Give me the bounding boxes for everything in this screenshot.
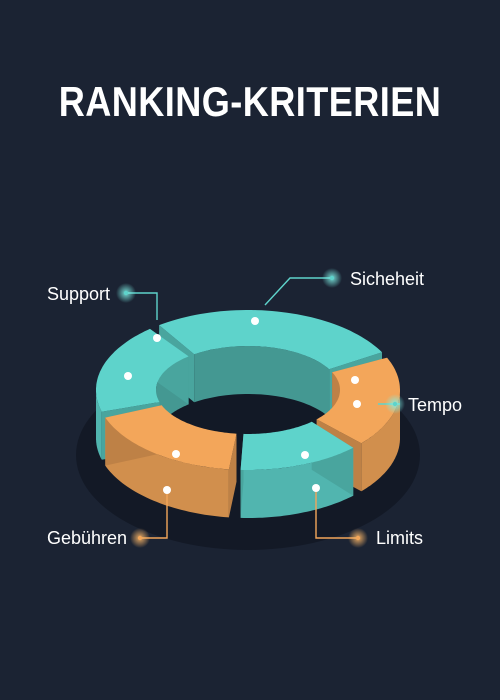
segment-outer-wall xyxy=(361,390,400,492)
segment-outer-wall xyxy=(105,417,229,518)
ring-segment-limits xyxy=(240,421,354,518)
connector-line xyxy=(128,292,158,320)
connector-end-dot xyxy=(123,290,129,296)
ring-segment-gebühren xyxy=(105,405,237,518)
segment-top xyxy=(96,328,189,412)
segment-cap xyxy=(228,433,237,518)
marker-dot xyxy=(153,334,161,342)
marker-dot xyxy=(251,317,259,325)
label-support: Support xyxy=(47,284,110,304)
connector-end-dot xyxy=(137,535,143,541)
marker-dot xyxy=(353,400,361,408)
label-sicheheit: Sicheheit xyxy=(350,269,424,289)
marker-dot xyxy=(163,486,171,494)
marker-dot xyxy=(124,372,132,380)
segment-inner-wall xyxy=(194,346,330,418)
page-title: RANKING-KRITERIEN xyxy=(58,78,442,125)
segment-top xyxy=(240,421,354,470)
connector-end-dot xyxy=(355,535,361,541)
label-gebühren: Gebühren xyxy=(47,528,127,548)
segment-top xyxy=(105,405,237,470)
marker-dot xyxy=(312,484,320,492)
label-limits: Limits xyxy=(376,528,423,548)
marker-dot xyxy=(351,376,359,384)
connector-line xyxy=(142,490,168,539)
connector-line xyxy=(264,277,332,306)
segment-outer-wall xyxy=(96,390,102,460)
connector-end-dot xyxy=(392,401,398,407)
marker-dot xyxy=(301,451,309,459)
segment-top xyxy=(159,310,382,370)
connector-line xyxy=(315,488,358,539)
label-tempo: Tempo xyxy=(408,395,462,415)
connector-end-dot xyxy=(329,275,335,281)
marker-dot xyxy=(172,450,180,458)
